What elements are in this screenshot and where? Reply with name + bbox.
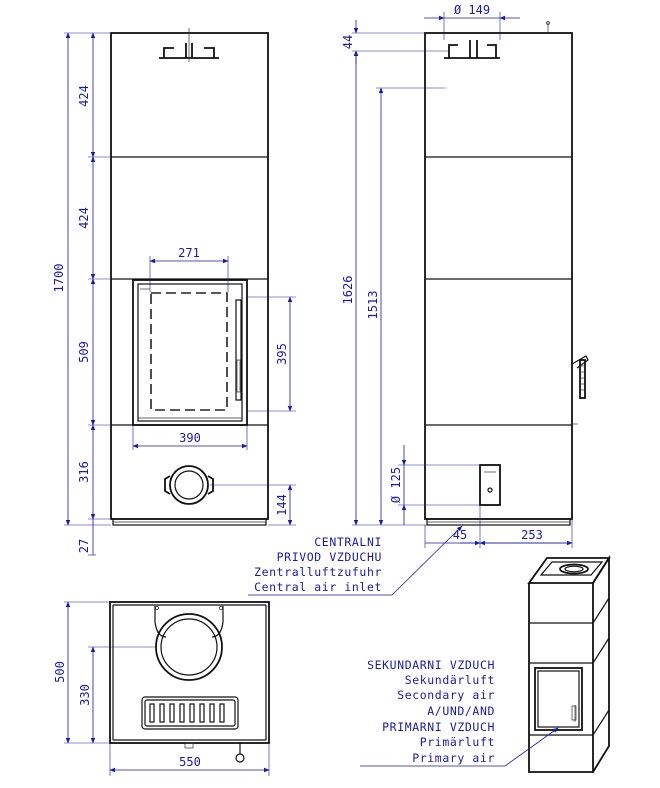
secondary-label-line2: Sekundärluft (405, 673, 495, 687)
central-air-label: CENTRALNI PRIVOD VZDUCHU Zentralluftzufu… (248, 525, 463, 596)
central-air-label-line2: PRIVOD VZDUCHU (277, 550, 382, 564)
front-view (110, 28, 269, 526)
central-air-label-line3: Zentralluftzufuhr (254, 565, 382, 579)
front-air-inlet (164, 465, 214, 505)
plan-dimensions: 500 330 550 (53, 601, 270, 776)
dim-panel-door: 509 (77, 341, 91, 363)
dim-air-inlet-height-group: 144 (210, 484, 296, 526)
dim-panel-mid: 424 (77, 207, 91, 229)
dim-plan-depth: 500 (53, 661, 67, 683)
primary-label-line2: Primärluft (420, 735, 495, 749)
side-body-outline (424, 32, 573, 520)
primary-label-line3: Primary air (412, 751, 495, 765)
isometric-view (527, 554, 611, 773)
dim-door-width-group: 390 (132, 425, 248, 450)
dim-glass-width: 271 (178, 246, 200, 260)
secondary-label-line3: Secondary air (397, 688, 495, 702)
dim-glass-height-group: 395 (248, 296, 296, 412)
dim-air-inlet-height: 144 (275, 494, 289, 516)
dim-inlet-offset: 45 (453, 528, 467, 542)
plan-view (109, 601, 270, 763)
dim-flue-diameter: Ø 149 (454, 3, 490, 17)
iso-door (534, 667, 583, 731)
side-door-handle (571, 355, 589, 425)
secondary-label-line1: SEKUNDARNI VZDUCH (367, 658, 495, 672)
dim-door-width: 390 (179, 431, 201, 445)
dim-plan-flue-axis-depth: 330 (78, 684, 92, 706)
side-air-inlet-duct (479, 464, 501, 506)
front-dimension-chain: 1700 424 424 509 316 27 (52, 32, 111, 556)
dim-panel-top: 424 (77, 85, 91, 107)
plan-vent-grille (141, 696, 239, 730)
secondary-label-line4: A/UND/AND (427, 704, 495, 718)
front-flue-connector (159, 28, 219, 62)
secondary-primary-air-label: SEKUNDARNI VZDUCH Sekundärluft Secondary… (360, 658, 559, 767)
dim-flue-axis-height: 1513 (366, 291, 380, 320)
dim-total-to-flue: 1626 (341, 276, 355, 305)
dim-inlet-depth: 253 (521, 528, 543, 542)
primary-label-line1: PRIMARNI VZDUCH (382, 720, 495, 734)
central-air-label-line1: CENTRALNI (314, 535, 382, 549)
dim-glass-height: 395 (275, 343, 289, 365)
dim-panel-bottom: 316 (77, 461, 91, 483)
dim-base: 27 (77, 539, 91, 553)
side-flue-connector (444, 21, 550, 59)
dim-air-inlet-diameter: Ø 125 (389, 467, 403, 503)
plan-flue-collar (154, 606, 224, 681)
dim-total-height: 1700 (52, 264, 66, 293)
central-air-label-line4: Central air inlet (254, 580, 382, 594)
front-door (132, 279, 248, 426)
dim-plan-width: 550 (179, 755, 201, 769)
dim-flue-offset: 44 (341, 35, 355, 49)
side-view (424, 21, 589, 526)
side-dimension-chain: Ø 149 44 1626 1513 Ø 125 45 253 (341, 3, 573, 548)
dim-glass-width-group: 271 (149, 246, 229, 292)
